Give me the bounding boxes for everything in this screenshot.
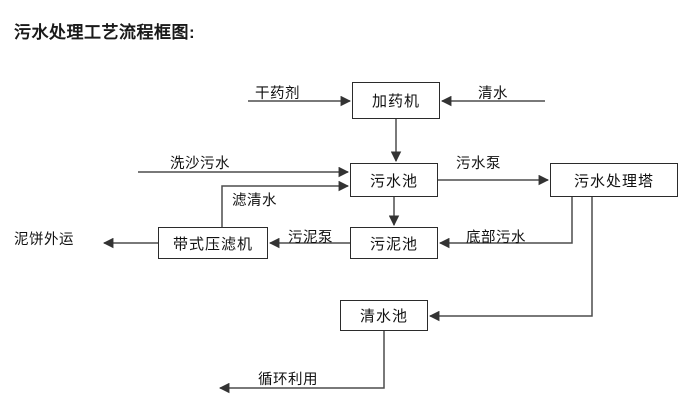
node-sludge-pool[interactable]: 污泥池 bbox=[350, 227, 438, 259]
edge-label-bottom-sewage: 底部污水 bbox=[466, 230, 526, 246]
node-label: 加药机 bbox=[371, 93, 420, 110]
node-label: 清水池 bbox=[359, 308, 408, 325]
edge-clean-water-pool-to-recycle bbox=[218, 331, 385, 394]
node-label: 污泥池 bbox=[369, 235, 418, 253]
edge-label-filtered-clear-water: 滤清水 bbox=[232, 193, 277, 209]
node-label: 污水池 bbox=[369, 172, 418, 190]
node-label: 带式压滤机 bbox=[172, 235, 253, 253]
edge-filtrate-to-wastewater-pool bbox=[221, 180, 350, 243]
edge-tower-bottom-sewage-to-sludge-pool bbox=[438, 197, 573, 249]
edge-label-clean-water: 清水 bbox=[478, 86, 508, 102]
node-clean-water-pool[interactable]: 清水池 bbox=[340, 300, 428, 331]
edge-label-sand-wash-sewage: 洗沙污水 bbox=[170, 156, 230, 172]
node-treatment-tower[interactable]: 污水处理塔 bbox=[550, 163, 678, 197]
edge-tower-to-clean-water-pool bbox=[428, 197, 593, 322]
node-wastewater-pool[interactable]: 污水池 bbox=[350, 163, 438, 197]
node-dosing-machine[interactable]: 加药机 bbox=[352, 82, 440, 119]
terminal-label-mud-cake-out: 泥饼外运 bbox=[14, 232, 74, 248]
edge-label-recycle-use: 循环利用 bbox=[258, 372, 318, 388]
edge-label-sludge-pump: 污泥泵 bbox=[288, 230, 333, 246]
page-title: 污水处理工艺流程框图: bbox=[14, 23, 196, 42]
node-belt-filter-press[interactable]: 带式压滤机 bbox=[158, 227, 268, 259]
edge-label-sewage-pump: 污水泵 bbox=[456, 156, 501, 172]
edge-label-dry-chemical: 干药剂 bbox=[255, 86, 300, 102]
node-label: 污水处理塔 bbox=[573, 172, 654, 190]
